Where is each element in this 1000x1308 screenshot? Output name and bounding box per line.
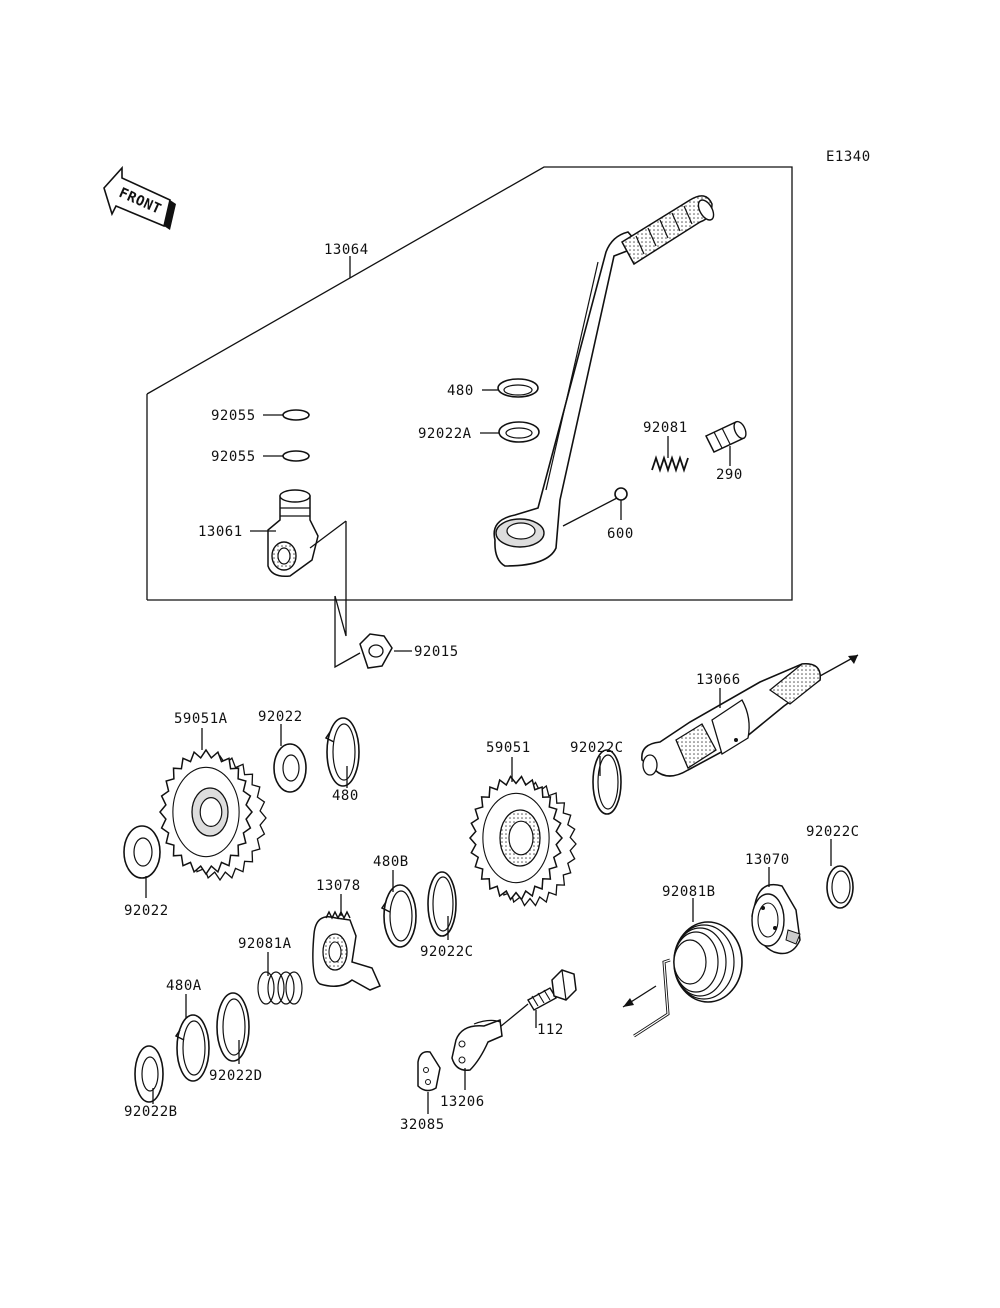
circlip-92022C-b	[427, 871, 457, 937]
washer-92022D	[216, 992, 250, 1062]
spring-92081B	[622, 921, 743, 1038]
label-290: 290	[716, 467, 743, 483]
o-ring-92055-a	[282, 409, 310, 421]
label-92022C-b: 92022C	[420, 944, 474, 960]
label-92081B: 92081B	[662, 884, 716, 900]
label-13206: 13206	[440, 1094, 485, 1110]
bolt-112	[527, 969, 577, 1011]
circlip-92022C-a	[592, 749, 622, 815]
label-92022C-a: 92022C	[570, 740, 624, 756]
guide-13078	[312, 910, 382, 991]
nut-92015	[359, 633, 393, 669]
leader-13061-92015	[334, 521, 347, 637]
o-ring-92055-b	[282, 450, 310, 462]
label-59051: 59051	[486, 740, 531, 756]
circlip-92022C-right	[826, 865, 854, 909]
washer-92022B	[134, 1045, 164, 1103]
label-59051A: 59051A	[174, 711, 228, 727]
label-92022B: 92022B	[124, 1104, 178, 1120]
label-92022A: 92022A	[418, 426, 472, 442]
plate-32085	[417, 1050, 441, 1092]
kick-shaft-13066	[641, 654, 859, 777]
kick-pedal-lever	[493, 195, 715, 567]
label-13078: 13078	[316, 878, 361, 894]
label-32085: 32085	[400, 1117, 445, 1133]
label-13070: 13070	[745, 852, 790, 868]
spring-92081A	[257, 971, 303, 1005]
spring-92081	[651, 455, 689, 473]
washer-92022-top	[273, 743, 307, 793]
washer-92022A	[498, 421, 540, 443]
label-480-top: 480	[447, 383, 474, 399]
diagram-code: E1340	[826, 149, 871, 165]
label-92081: 92081	[643, 420, 688, 436]
front-arrow-icon: FRONT	[103, 165, 176, 230]
label-92081A: 92081A	[238, 936, 292, 952]
label-92022C-right: 92022C	[806, 824, 860, 840]
label-480-mid: 480	[332, 788, 359, 804]
label-13066: 13066	[696, 672, 741, 688]
label-112: 112	[537, 1022, 564, 1038]
label-480B: 480B	[373, 854, 409, 870]
label-480A: 480A	[166, 978, 202, 994]
label-92055-a: 92055	[211, 408, 256, 424]
pedal-boss-13061	[267, 489, 319, 578]
circlip-480-top	[497, 378, 539, 398]
label-600: 600	[607, 526, 634, 542]
plate-13206	[451, 1018, 503, 1071]
plunger-290	[704, 420, 747, 453]
circlip-480B	[380, 884, 417, 948]
circlip-480A	[174, 1014, 210, 1082]
label-92022-top: 92022	[258, 709, 303, 725]
label-92055-b: 92055	[211, 449, 256, 465]
gear-59051A	[159, 748, 267, 882]
holder-13070	[751, 883, 801, 955]
label-13064: 13064	[324, 242, 369, 258]
label-92022-left: 92022	[124, 903, 169, 919]
label-13061: 13061	[198, 524, 243, 540]
gear-59051	[469, 775, 577, 907]
label-92015: 92015	[414, 644, 459, 660]
label-92022D: 92022D	[209, 1068, 263, 1084]
circlip-480-mid	[324, 717, 360, 787]
assembly-box-13064	[146, 166, 793, 601]
washer-92022-left	[123, 825, 161, 879]
